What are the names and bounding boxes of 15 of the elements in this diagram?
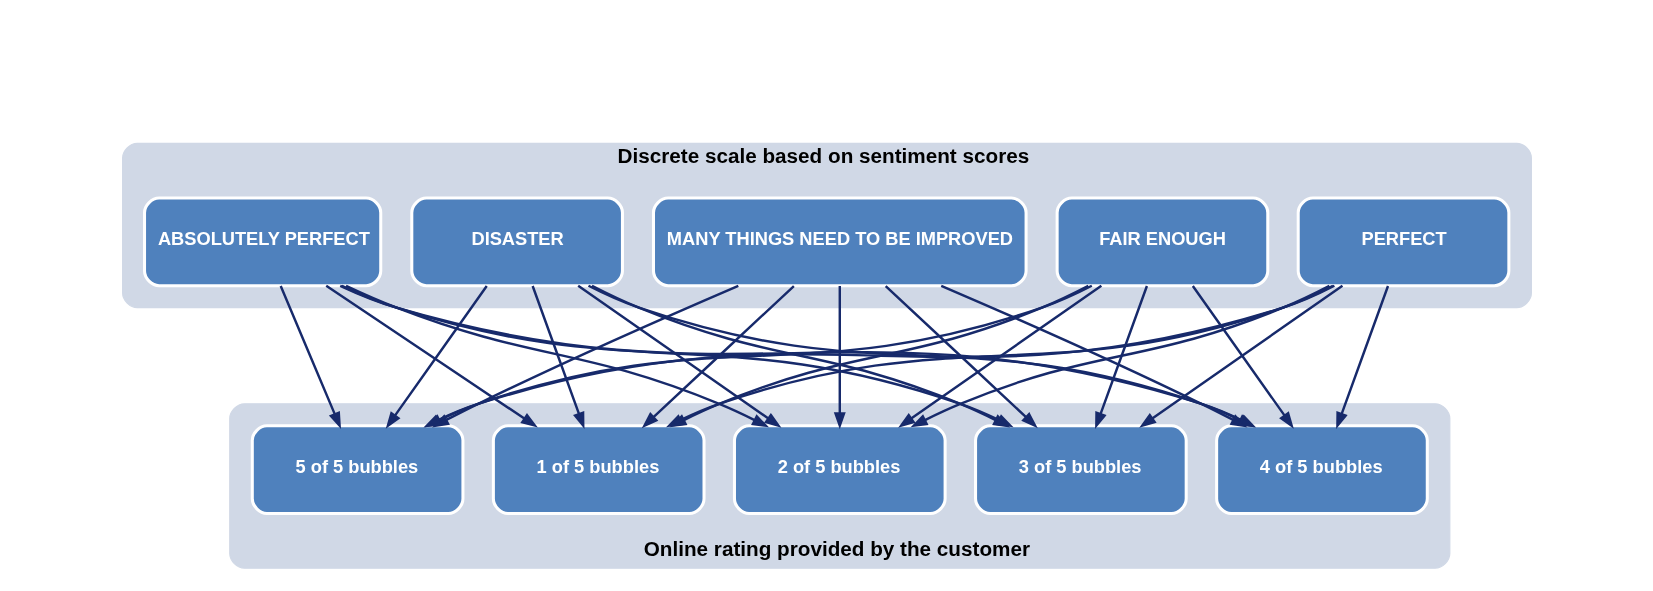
node-box: 1 of 5 bubbles [491, 424, 706, 515]
node-box: MANY THINGS NEED TO BE IMPROVED [651, 196, 1028, 288]
arrow [1094, 285, 1148, 430]
arrow [1335, 285, 1389, 430]
arrow [833, 286, 846, 430]
node-box: DISASTER [409, 196, 624, 288]
node-box: ABSOLUTELY PERFECT [142, 196, 382, 288]
node-box: 3 of 5 bubbles [973, 424, 1188, 515]
node-box: 5 of 5 bubbles [250, 424, 464, 515]
arrow [279, 285, 341, 430]
node-box: 4 of 5 bubbles [1214, 424, 1429, 515]
node-box: 2 of 5 bubbles [732, 424, 947, 515]
arrow [531, 285, 584, 430]
node-box: FAIR ENOUGH [1055, 196, 1269, 288]
node-box: PERFECT [1296, 196, 1510, 288]
